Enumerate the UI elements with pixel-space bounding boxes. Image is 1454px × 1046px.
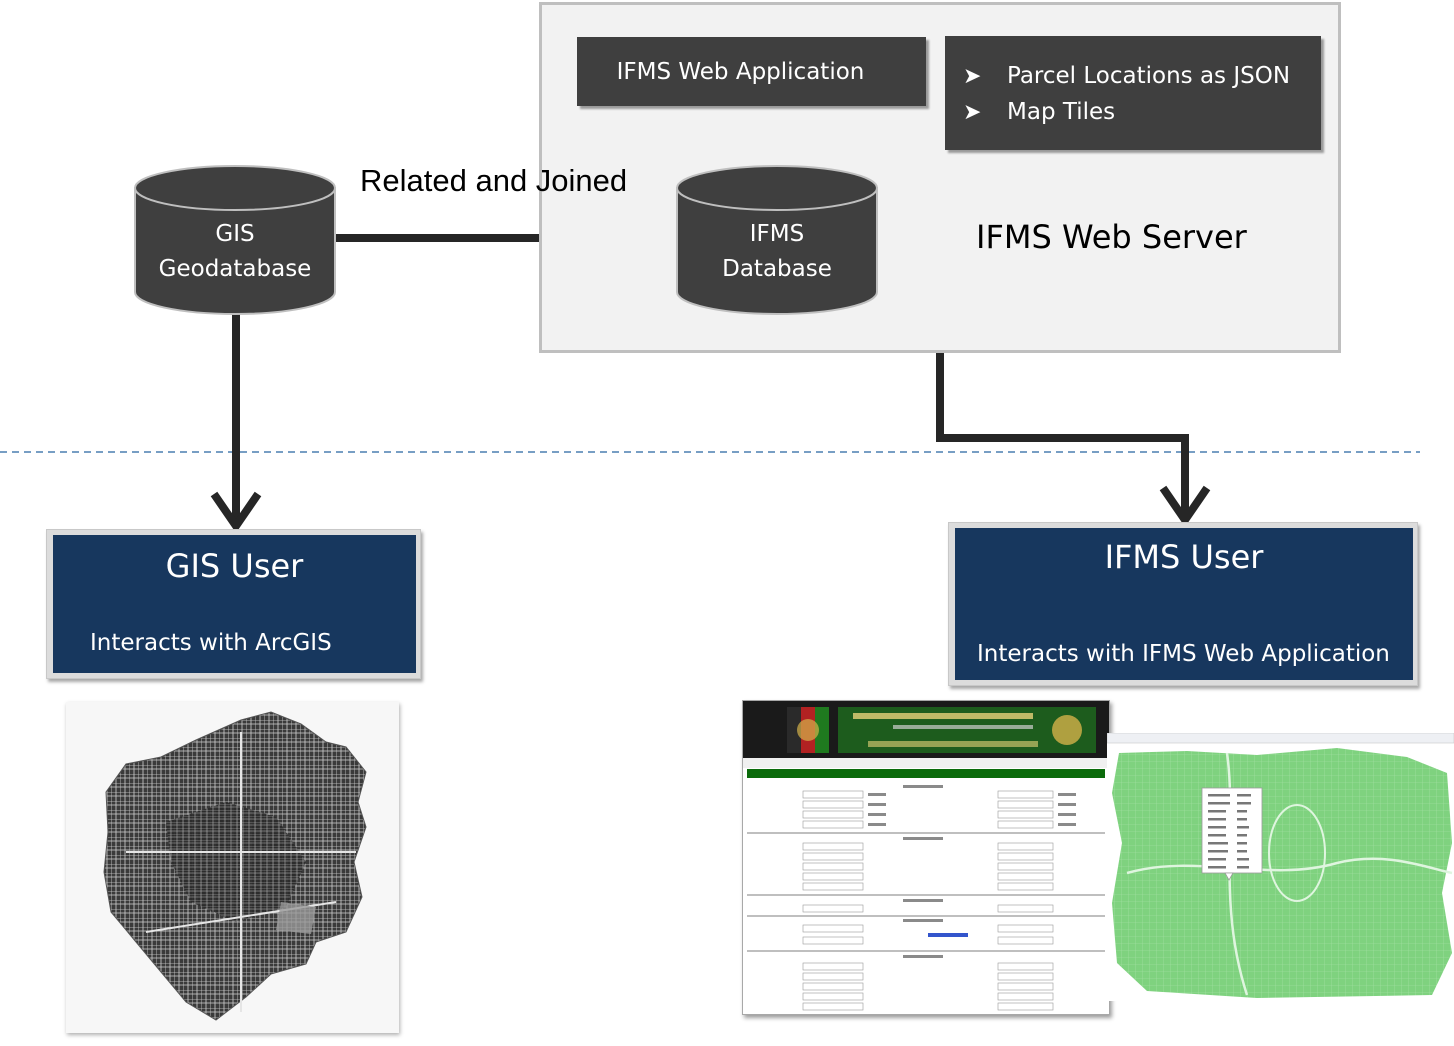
gis-parcel-map-image — [66, 702, 399, 1033]
arrow-bullet-icon: ➤ — [963, 63, 982, 89]
services-box: ➤ Parcel Locations as JSON ➤ Map Tiles — [945, 36, 1321, 150]
gis-user-arrow — [210, 312, 262, 534]
ifms-db-line-2: Database — [722, 256, 832, 282]
gis-db-line-2: Geodatabase — [158, 256, 312, 282]
ifms-form-screenshot-image — [742, 700, 1110, 1015]
ifms-user-subtitle: Interacts with IFMS Web Application — [977, 641, 1390, 667]
ifms-user-box: IFMS User Interacts with IFMS Web Applic… — [948, 522, 1418, 686]
ifms-user-title: IFMS User — [1104, 538, 1264, 576]
service-item: ➤ Map Tiles — [963, 94, 1321, 130]
ifms-db-line-1: IFMS — [749, 221, 805, 247]
service-item: ➤ Parcel Locations as JSON — [963, 58, 1321, 94]
gis-user-title: GIS User — [165, 547, 304, 585]
gis-db-line-1: GIS — [215, 221, 255, 247]
ifms-user-arrow — [936, 353, 1211, 528]
web-server-label: IFMS Web Server — [976, 218, 1247, 256]
gis-user-box: GIS User Interacts with ArcGIS — [46, 529, 421, 679]
ifms-web-map-image — [1107, 733, 1454, 1001]
service-label: Parcel Locations as JSON — [1007, 63, 1291, 89]
service-label: Map Tiles — [1007, 99, 1116, 125]
gis-user-subtitle: Interacts with ArcGIS — [90, 630, 332, 656]
gis-user-panel: GIS User Interacts with ArcGIS — [53, 535, 416, 673]
ifms-database-label: IFMS Database — [677, 217, 877, 287]
arrow-bullet-icon: ➤ — [963, 99, 982, 125]
relation-label: Related and Joined — [360, 163, 628, 198]
gis-geodatabase-label: GIS Geodatabase — [135, 217, 335, 287]
web-application-box: IFMS Web Application — [577, 37, 926, 106]
ifms-user-panel: IFMS User Interacts with IFMS Web Applic… — [955, 528, 1413, 680]
web-application-label: IFMS Web Application — [616, 58, 865, 85]
